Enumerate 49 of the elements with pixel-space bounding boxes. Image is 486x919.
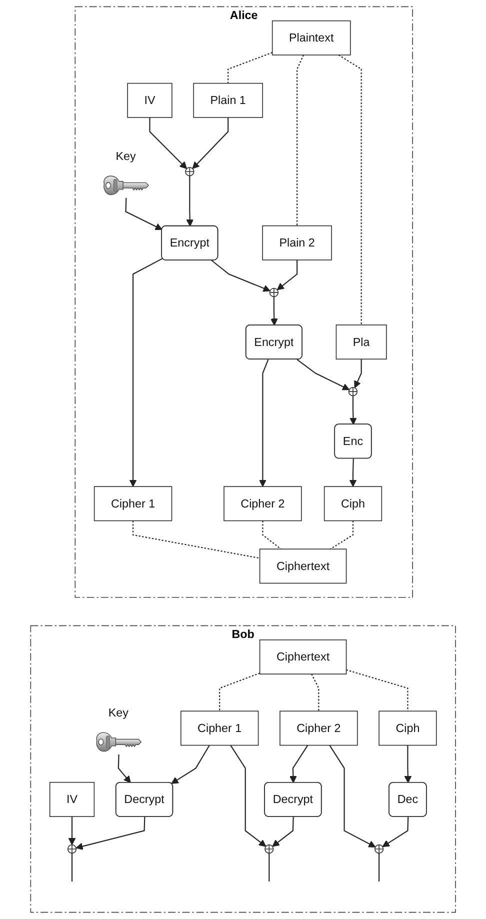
connector <box>330 520 354 550</box>
arrow <box>289 744 308 784</box>
connector <box>132 520 260 559</box>
arrow <box>272 816 294 847</box>
connector <box>338 54 362 325</box>
arrow <box>349 458 357 487</box>
arrow <box>270 296 278 326</box>
arrow <box>76 816 146 850</box>
node-box: Ciphertext <box>259 548 347 584</box>
connector <box>268 853 270 882</box>
arrow <box>329 744 376 848</box>
connector <box>71 853 72 882</box>
connector <box>311 674 320 712</box>
connector <box>378 853 380 882</box>
node-box: Plain 2 <box>262 225 332 260</box>
node-box: Ciph <box>324 486 382 522</box>
arrow <box>186 176 194 227</box>
arrow <box>230 744 266 847</box>
arrow <box>211 260 270 292</box>
connector <box>262 520 282 550</box>
node-box: Ciphertext <box>259 639 347 674</box>
arrow <box>354 359 362 388</box>
arrow <box>276 260 298 290</box>
arrow <box>258 359 269 487</box>
arrow <box>118 754 131 784</box>
arrow <box>129 258 163 487</box>
node-box: Ciph <box>378 710 437 746</box>
arrow <box>404 745 412 784</box>
node-box: Pla <box>336 324 387 360</box>
connector <box>346 669 408 712</box>
node-box: Cipher 2 <box>279 710 358 746</box>
node-box: Cipher 2 <box>223 486 302 522</box>
node-box: Cipher 1 <box>180 710 259 746</box>
arrow <box>349 396 357 425</box>
arrow <box>68 816 76 846</box>
arrow <box>192 117 229 169</box>
node-box: IV <box>49 782 94 817</box>
connector <box>227 52 272 84</box>
arrow <box>382 816 409 848</box>
connector <box>296 54 304 226</box>
node-box: Plaintext <box>272 20 351 56</box>
arrow <box>125 198 162 230</box>
arrow <box>149 117 187 170</box>
connector <box>218 672 260 712</box>
node-box: IV <box>127 82 172 118</box>
node-box: Plain 1 <box>193 82 263 118</box>
arrow <box>296 359 350 390</box>
node-box: Cipher 1 <box>94 486 172 522</box>
arrow <box>171 745 210 784</box>
